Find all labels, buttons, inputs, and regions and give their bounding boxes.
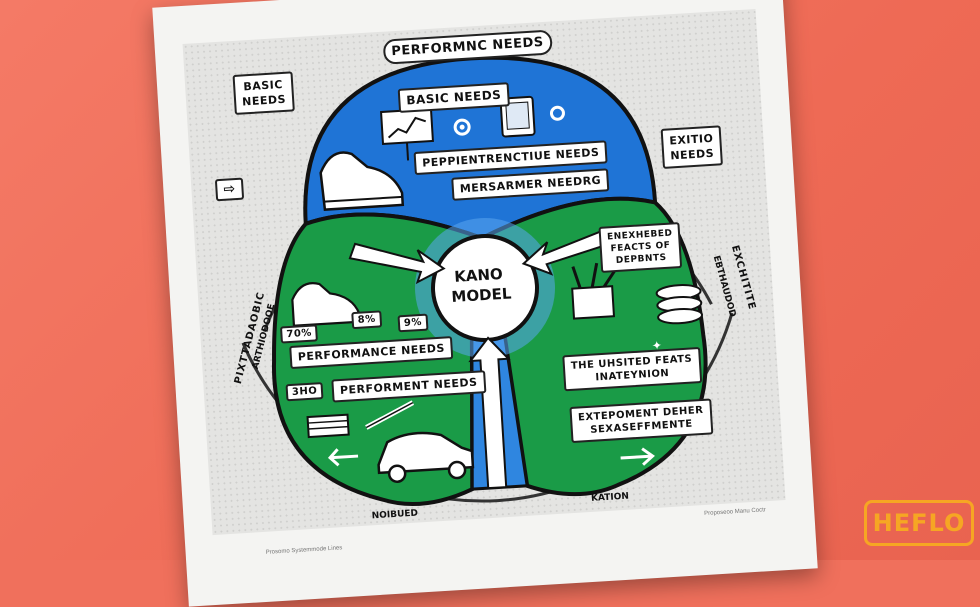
gear-icon — [453, 118, 471, 136]
box-icon — [571, 262, 617, 320]
sneaker-icon — [319, 151, 405, 211]
green-left-num: 3HO — [285, 382, 324, 402]
green-left-pct3: 9% — [397, 313, 429, 333]
arrow-left-to-center — [348, 242, 446, 285]
green-right-title-line3: DEPBNTS — [615, 252, 667, 266]
arrow-up-to-center — [468, 336, 511, 490]
arrow-right-icon — [620, 447, 655, 466]
car-icon — [377, 431, 475, 483]
arrow-left-icon — [327, 448, 359, 467]
pen-icon — [365, 400, 415, 430]
arrow-box: ⇨ — [214, 177, 245, 202]
outer-label-basic-line2: NEEDS — [241, 92, 287, 109]
svg-text:✦: ✦ — [651, 338, 662, 353]
center-title-line1: KANO — [453, 264, 504, 286]
green-left-pct1: 70% — [279, 324, 319, 344]
chart-board-icon — [380, 107, 434, 161]
center-title-line2: MODEL — [450, 284, 512, 307]
heflo-logo: HEFLO — [864, 500, 974, 546]
coin-stack-icon — [655, 284, 704, 325]
tablet-icon — [499, 95, 536, 138]
green-right-title: ENEXHEBED FEACTS OF DEPBNTS — [598, 221, 683, 273]
gear-icon — [549, 105, 565, 121]
poster-paper: ✦ ✦ ✦ KANO MODEL PERFORMNC NEEDS BASIC N… — [152, 0, 818, 607]
outer-label-basic-needs: BASIC NEEDS — [232, 71, 295, 115]
green-left-pct2: 8% — [351, 310, 383, 330]
outer-label-exitio-needs: EXITIO NEEDS — [660, 125, 723, 169]
outer-label-exitio-line2: NEEDS — [670, 146, 715, 163]
box-icon — [306, 413, 350, 439]
